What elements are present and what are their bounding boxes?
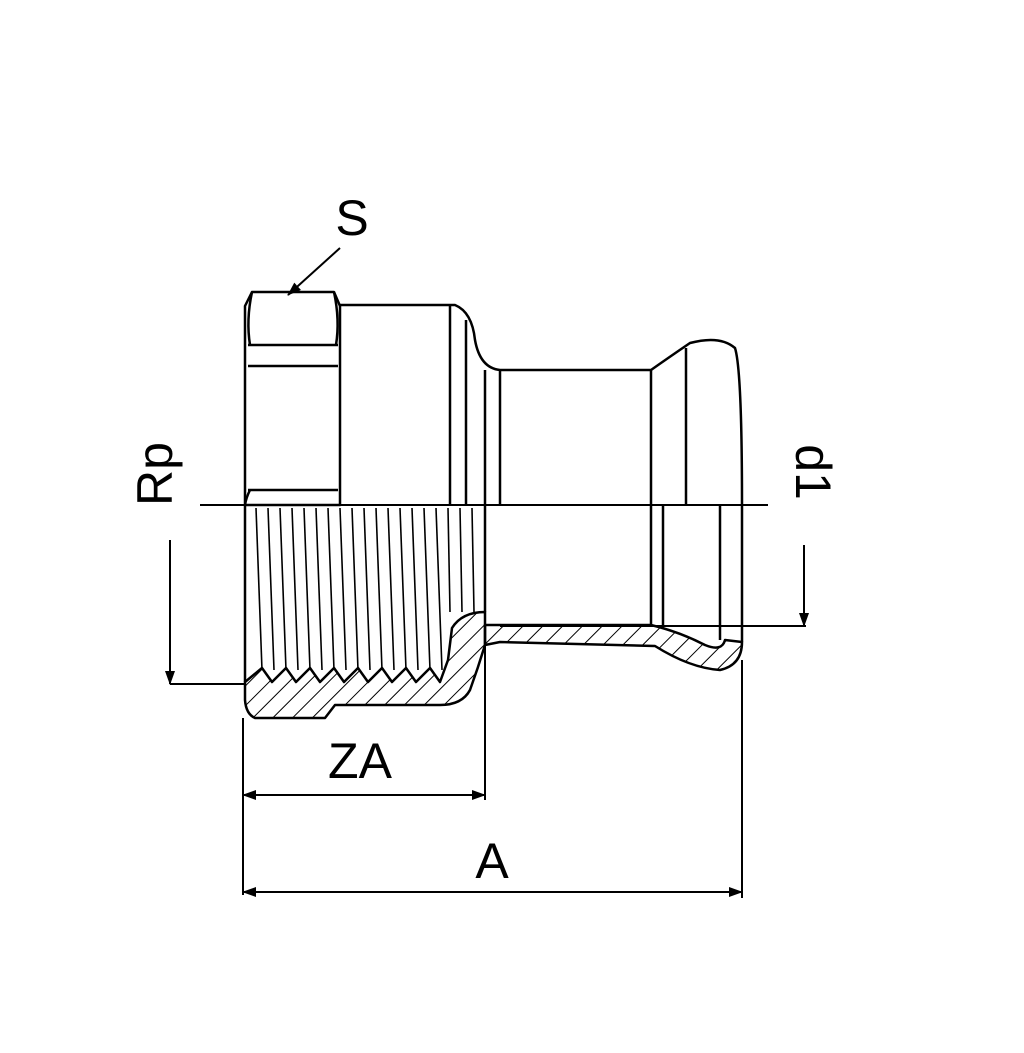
label-a: A — [475, 833, 509, 889]
wall-section-socket — [483, 623, 744, 672]
label-s: S — [335, 190, 368, 246]
hex-nut-outline — [243, 290, 342, 507]
hex-chamfer — [332, 291, 339, 346]
thread-lines — [255, 507, 475, 671]
s-leader-arrow — [287, 247, 341, 296]
label-d1: d1 — [785, 444, 841, 500]
label-rp: Rp — [127, 442, 183, 506]
body-outline-upper — [340, 303, 744, 506]
hex-chamfer — [247, 291, 254, 346]
wall-section-threaded — [243, 610, 487, 720]
hex-chamfer — [243, 489, 252, 506]
label-za: ZA — [328, 733, 393, 789]
